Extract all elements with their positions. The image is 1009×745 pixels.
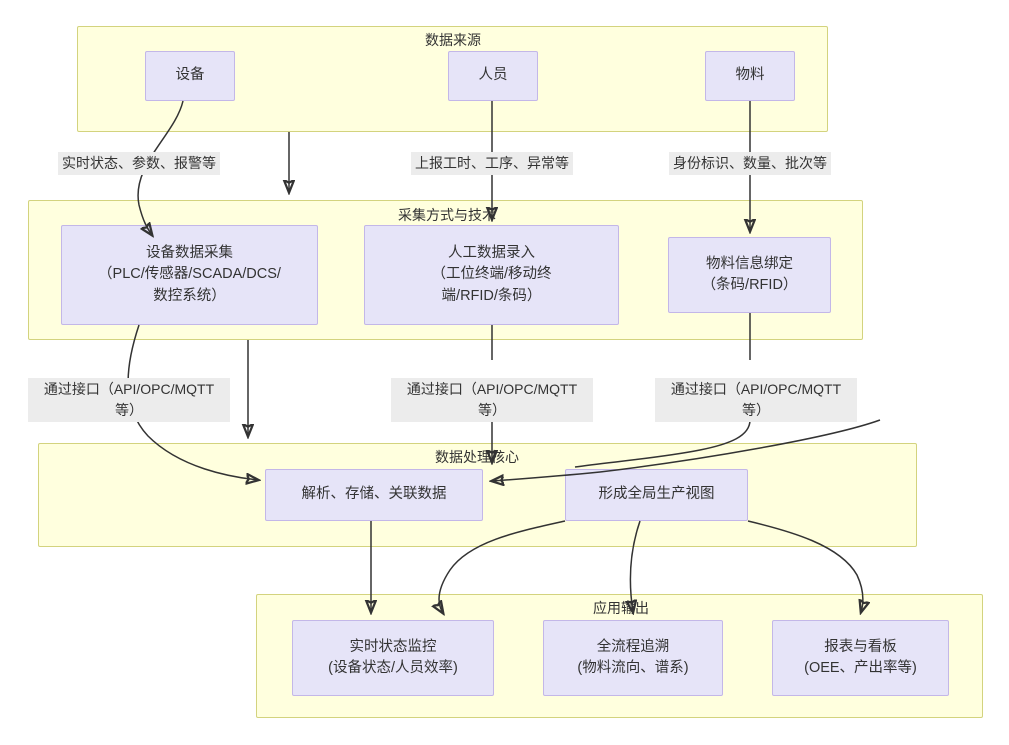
node-equipment-data-collection-line-1: 设备数据采集 [146, 245, 233, 262]
node-equipment[interactable]: 设备 [145, 51, 235, 101]
node-manual-data-entry-line-3: 端/RFID/条码） [441, 287, 542, 304]
edge-label-interface-1-line-1: 通过接口（API/OPC/MQTT [43, 381, 215, 397]
edge-label-material-signals-line-1: 身份标识、数量、批次等 [673, 155, 827, 171]
node-material-binding-line-1: 物料信息绑定 [706, 255, 793, 272]
node-manual-data-entry-line-1: 人工数据录入 [448, 245, 535, 262]
node-parse-store-relate[interactable]: 解析、存储、关联数据 [265, 469, 483, 521]
edge-label-personnel-signals: 上报工时、工序、异常等 [411, 152, 573, 175]
edge-label-interface-2: 通过接口（API/OPC/MQTT 等） [391, 378, 593, 422]
node-equipment-line-1: 设备 [175, 67, 205, 84]
edge-label-material-signals: 身份标识、数量、批次等 [669, 152, 831, 175]
cluster-label-processing-core: 数据处理核心 [435, 449, 519, 465]
node-reports-dashboard[interactable]: 报表与看板 (OEE、产出率等) [772, 620, 949, 696]
edge-label-interface-1: 通过接口（API/OPC/MQTT 等） [28, 378, 230, 422]
node-personnel-line-1: 人员 [478, 67, 508, 84]
node-material[interactable]: 物料 [705, 51, 795, 101]
node-personnel[interactable]: 人员 [448, 51, 538, 101]
node-realtime-status-monitoring-line-1: 实时状态监控 [349, 638, 437, 655]
node-realtime-status-monitoring-line-2: (设备状态/人员效率) [328, 660, 458, 676]
edge-label-equipment-signals-line-1: 实时状态、参数、报警等 [62, 155, 216, 171]
node-material-binding[interactable]: 物料信息绑定 （条码/RFID） [668, 237, 831, 313]
node-material-binding-line-2: （条码/RFID） [701, 277, 798, 293]
edge-label-interface-2-line-2: 等） [478, 402, 506, 418]
node-manual-data-entry-line-2: （工位终端/移动终 [431, 266, 552, 283]
node-realtime-status-monitoring[interactable]: 实时状态监控 (设备状态/人员效率) [292, 620, 494, 696]
node-manual-data-entry[interactable]: 人工数据录入 （工位终端/移动终 端/RFID/条码） [364, 225, 619, 325]
edge-label-interface-3: 通过接口（API/OPC/MQTT 等） [655, 378, 857, 422]
node-parse-store-relate-line-1: 解析、存储、关联数据 [301, 486, 447, 503]
edge-label-personnel-signals-line-1: 上报工时、工序、异常等 [415, 155, 569, 171]
node-full-process-traceability[interactable]: 全流程追溯 (物料流向、谱系) [543, 620, 723, 696]
node-equipment-data-collection[interactable]: 设备数据采集 （PLC/传感器/SCADA/DCS/ 数控系统） [61, 225, 318, 325]
edge-label-interface-1-line-2: 等） [115, 402, 143, 418]
cluster-label-data-source: 数据来源 [425, 32, 481, 48]
node-reports-dashboard-line-1: 报表与看板 [824, 638, 897, 655]
node-full-process-traceability-line-2: (物料流向、谱系) [577, 660, 689, 676]
edge-label-interface-3-line-2: 等） [742, 402, 770, 418]
node-global-production-view-line-1: 形成全局生产视图 [598, 486, 715, 503]
cluster-label-collection-methods: 采集方式与技术 [398, 207, 496, 223]
node-reports-dashboard-line-2: (OEE、产出率等) [804, 660, 917, 676]
node-material-line-1: 物料 [735, 67, 765, 84]
edge-label-interface-3-line-1: 通过接口（API/OPC/MQTT [670, 381, 842, 397]
node-equipment-data-collection-line-2: （PLC/传感器/SCADA/DCS/ [98, 266, 281, 283]
edge-label-equipment-signals: 实时状态、参数、报警等 [58, 152, 220, 175]
edge-label-interface-2-line-1: 通过接口（API/OPC/MQTT [406, 381, 578, 397]
node-full-process-traceability-line-1: 全流程追溯 [596, 638, 670, 655]
node-equipment-data-collection-line-3: 数控系统） [153, 287, 226, 304]
node-global-production-view[interactable]: 形成全局生产视图 [565, 469, 748, 521]
cluster-label-application-output: 应用输出 [593, 600, 649, 616]
